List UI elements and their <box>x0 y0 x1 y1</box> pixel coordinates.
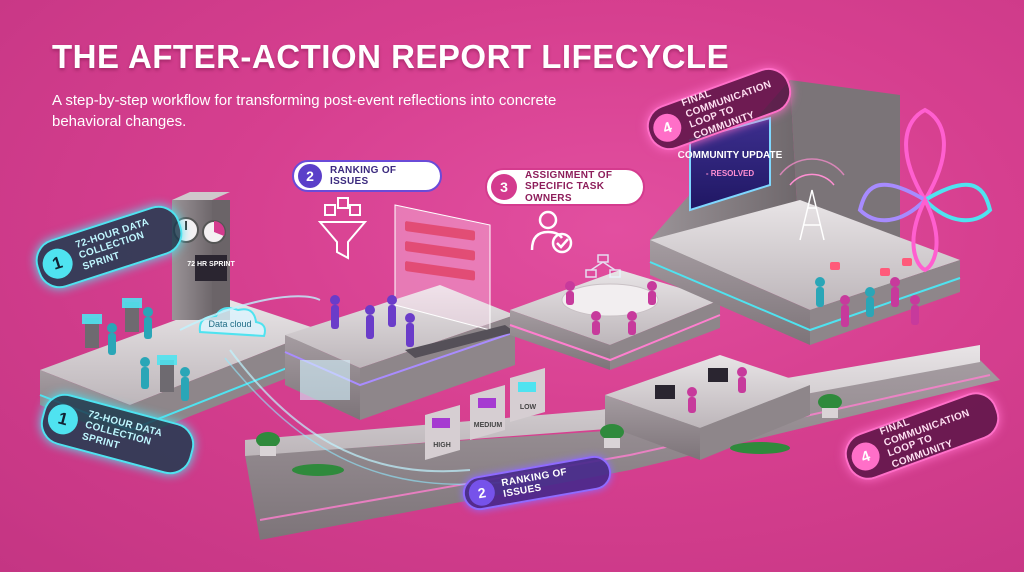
platform-data-collection <box>39 298 321 440</box>
broadcast-tower-icon <box>779 158 845 241</box>
clock-tower: 72 HR SPRINT <box>172 192 235 320</box>
step-3-number: 3 <box>491 174 517 200</box>
platform-ranking <box>284 197 516 420</box>
step-4-number-lower: 4 <box>847 438 884 475</box>
clock-sign-label: 72 HR SPRINT <box>187 261 235 268</box>
bin-high-label: HIGH <box>433 442 451 449</box>
step-2-number: 2 <box>298 164 322 188</box>
screen-title: COMMUNITY UPDATE <box>678 150 783 161</box>
step-4-number: 4 <box>649 109 686 146</box>
priority-bins: HIGH MEDIUM LOW <box>425 368 545 460</box>
bin-low-label: LOW <box>520 404 537 411</box>
screen-status: - RESOLVED <box>706 169 755 178</box>
platform-office <box>605 355 810 460</box>
step-2-label: RANKING OF ISSUES <box>330 164 397 188</box>
bin-medium-label: MEDIUM <box>474 422 503 429</box>
step-2-number-lower: 2 <box>466 477 497 508</box>
step-2-badge-upper: 2 RANKING OF ISSUES <box>292 160 442 192</box>
step-3-label: ASSIGNMENT OF SPECIFIC TASK OWNERS <box>525 169 613 204</box>
plants <box>256 394 842 476</box>
step-1-number-lower: 1 <box>44 401 82 438</box>
platform-community-stage: COMMUNITY UPDATE - RESOLVED <box>649 80 993 345</box>
funnel-icon <box>317 197 368 260</box>
page-subtitle: A step-by-step workflow for transforming… <box>52 92 557 130</box>
person-check-icon <box>530 210 573 254</box>
page-title: THE AFTER-ACTION REPORT LIFECYCLE <box>52 38 730 75</box>
step-1-number: 1 <box>38 244 77 283</box>
step-3-badge: 3 ASSIGNMENT OF SPECIFIC TASK OWNERS <box>485 168 645 206</box>
neon-flower-sign <box>857 107 993 273</box>
platform-assignment <box>509 210 721 370</box>
data-cloud-label: Data cloud <box>208 319 251 329</box>
